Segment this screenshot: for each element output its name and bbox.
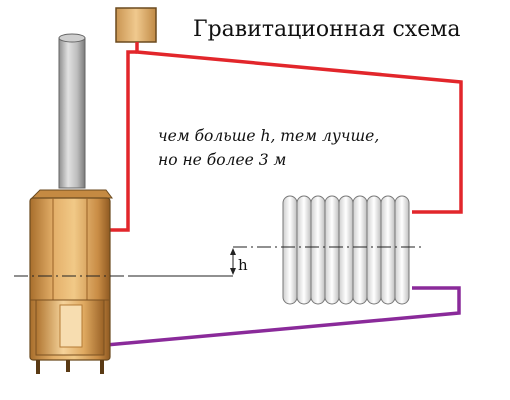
caption-line-2: но не более 3 м xyxy=(158,151,286,169)
diagram-title: Гравитационная схема xyxy=(193,17,460,42)
height-dimension xyxy=(14,246,424,277)
caption-line-1: чем больше h, тем лучше, xyxy=(158,127,379,145)
boiler-icon xyxy=(29,189,113,374)
height-label: h xyxy=(238,256,248,274)
radiator-icon xyxy=(282,195,410,305)
chimney-icon xyxy=(58,33,86,189)
return-pipe xyxy=(105,286,461,347)
expansion-tank-icon xyxy=(115,7,157,43)
supply-pipe xyxy=(106,42,463,232)
